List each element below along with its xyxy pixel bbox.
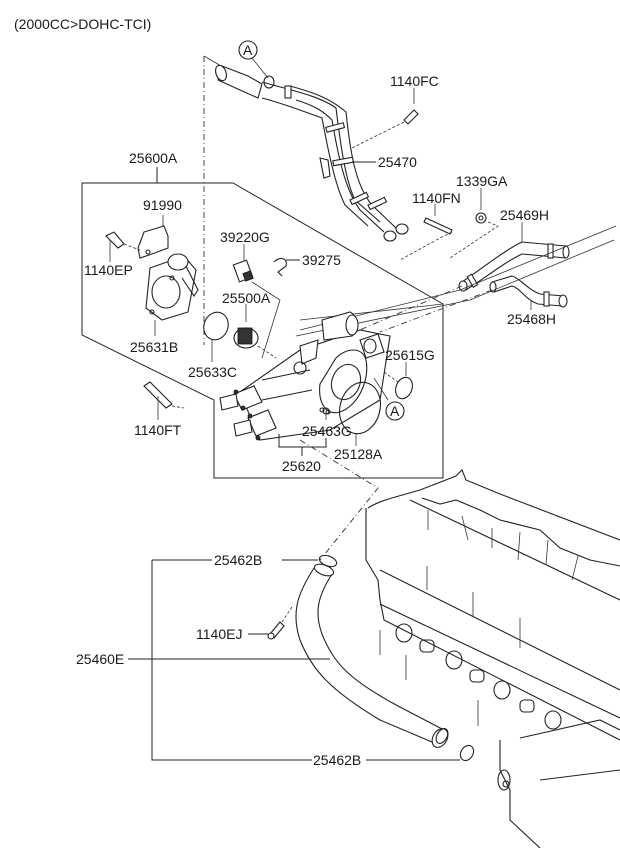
part-label-1140fn[interactable]: 1140FN — [412, 190, 461, 206]
bracket-91990 — [137, 215, 169, 259]
thermostat-25500a — [233, 304, 277, 359]
o-ring-25462b-bottom — [366, 744, 475, 762]
part-label-25620[interactable]: 25620 — [282, 458, 321, 474]
part-label-25470[interactable]: 25470 — [378, 154, 417, 170]
svg-text:A: A — [243, 42, 253, 58]
upper-hose-assembly — [203, 55, 409, 345]
water-housing-25620 — [219, 311, 391, 441]
part-label-39220g[interactable]: 39220G — [220, 229, 270, 245]
part-label-1140ep[interactable]: 1140EP — [84, 262, 133, 278]
part-label-25600a[interactable]: 25600A — [129, 150, 178, 166]
part-label-1140ej[interactable]: 1140EJ — [196, 626, 242, 642]
part-label-25462b-bottom[interactable]: 25462B — [313, 752, 361, 768]
part-label-25128a[interactable]: 25128A — [334, 446, 383, 462]
lower-hose-25460e — [295, 563, 449, 748]
part-label-25500a[interactable]: 25500A — [222, 290, 271, 306]
part-label-25633c[interactable]: 25633C — [188, 364, 237, 380]
nut-1339ga — [449, 188, 499, 259]
part-label-25460e[interactable]: 25460E — [76, 651, 124, 667]
part-label-25468h[interactable]: 25468H — [507, 311, 556, 327]
gasket-25463g — [322, 407, 330, 420]
part-label-25615g[interactable]: 25615G — [385, 347, 435, 363]
gasket-25615g — [383, 362, 413, 400]
part-label-25469h[interactable]: 25469H — [500, 207, 549, 223]
part-label-39275[interactable]: 39275 — [302, 252, 341, 268]
temp-sensor-39220g — [232, 244, 281, 359]
hose-25468h — [379, 275, 568, 333]
bolt-1140ep — [105, 231, 141, 262]
part-label-91990[interactable]: 91990 — [143, 197, 182, 213]
bolt-1140ej — [248, 606, 293, 640]
water-outlet-25631b — [145, 253, 199, 336]
bolt-1140fn — [399, 204, 453, 261]
gasket-25128a — [338, 381, 382, 446]
diagram-title: (2000CC>DOHC-TCI) — [14, 16, 151, 32]
engine-block — [365, 469, 620, 848]
part-label-25631b[interactable]: 25631B — [130, 339, 178, 355]
o-ring-25462b-top — [151, 554, 338, 761]
reference-marker-a-middle: A — [373, 377, 405, 421]
bolt-1140fc — [351, 88, 419, 149]
part-label-1140ft[interactable]: 1140FT — [134, 422, 182, 438]
part-label-25463g[interactable]: 25463G — [302, 423, 352, 439]
svg-text:A: A — [390, 403, 400, 419]
part-label-1339ga[interactable]: 1339GA — [456, 173, 508, 189]
reference-marker-a-top: A — [238, 40, 269, 79]
bolt-1140ft — [143, 381, 185, 420]
gasket-25633c — [203, 311, 229, 362]
part-label-25462b-top[interactable]: 25462B — [214, 552, 262, 568]
clip-39275 — [273, 257, 300, 277]
part-label-1140fc[interactable]: 1140FC — [390, 73, 439, 89]
